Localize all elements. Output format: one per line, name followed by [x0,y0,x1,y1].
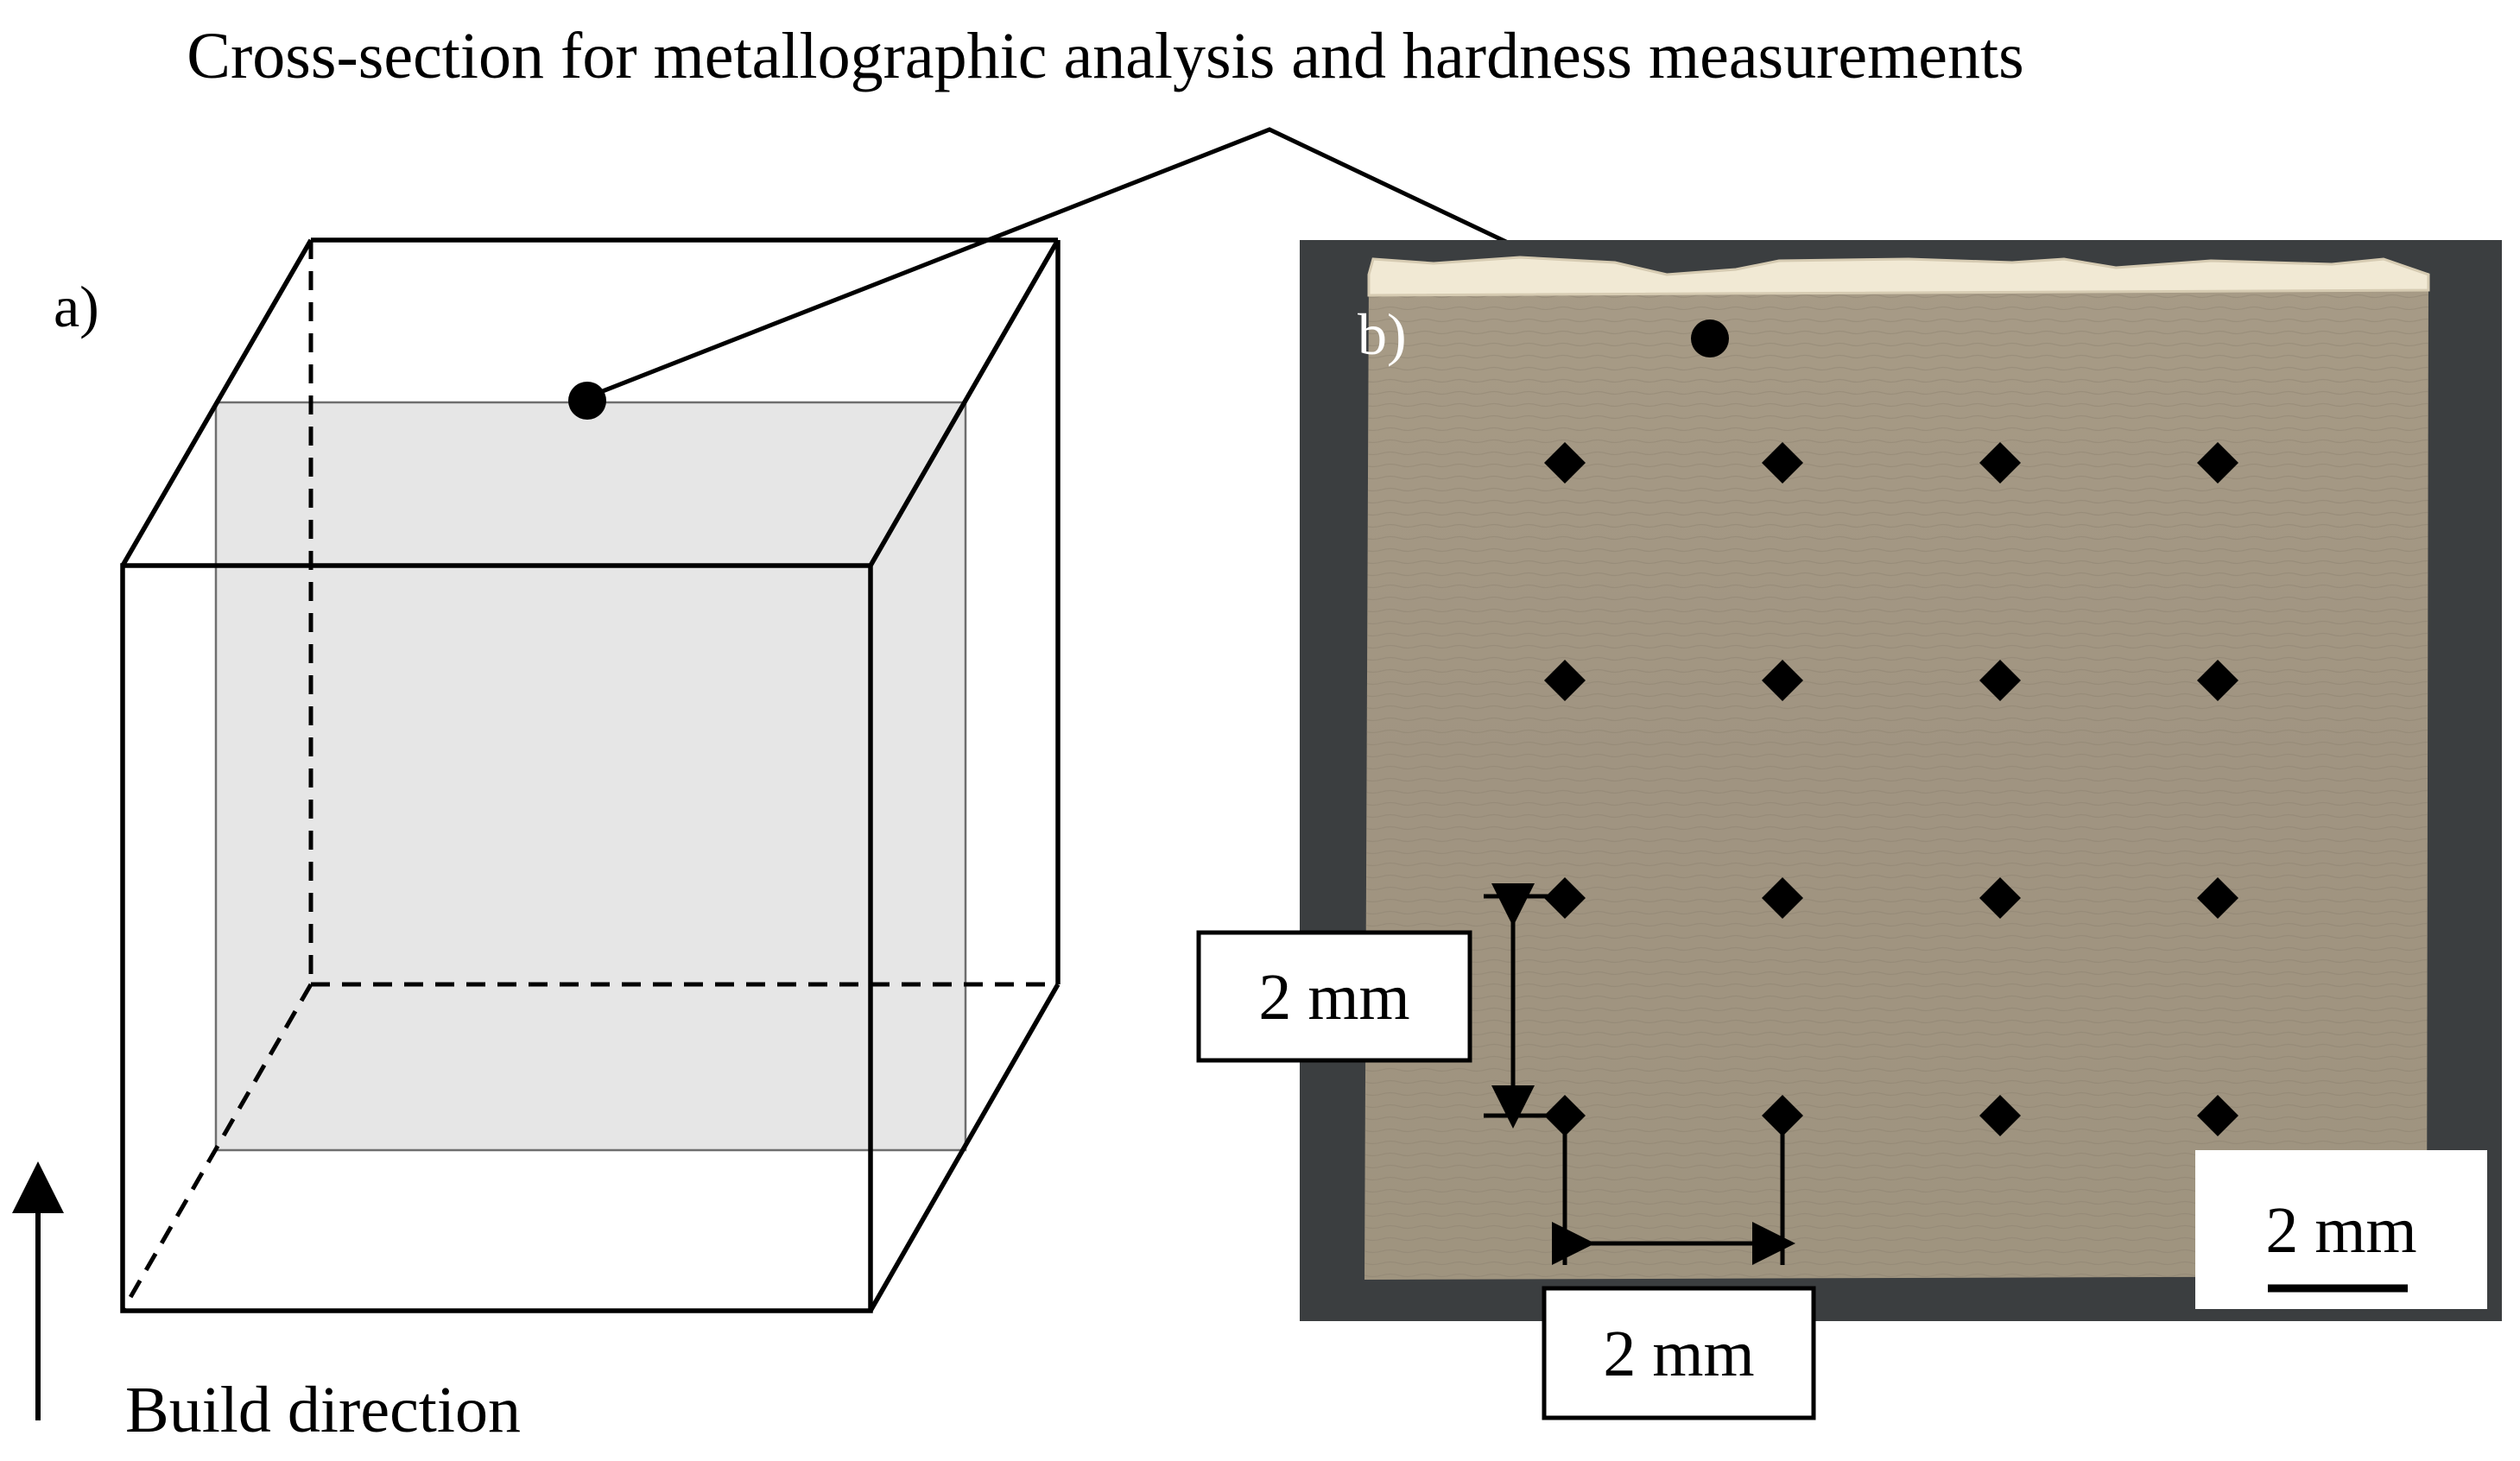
cube-visible-edges [120,237,1061,1313]
build-direction-label: Build direction [125,1374,521,1446]
specimen-texture [1364,273,2428,1280]
hardness-indent [1979,1095,2021,1136]
cube-hidden-edges [120,240,1058,1312]
vertical-dimension-label: 2 mm [1258,961,1409,1034]
hardness-indent [2197,660,2238,701]
hardness-indent [1544,442,1586,484]
hardness-indent [1762,442,1803,484]
hardness-indent [1762,877,1803,919]
horizontal-dimension-box [1542,1286,1816,1420]
section-plane [214,401,967,1152]
horizontal-dimension [1552,1116,1795,1265]
specimen-top-edge [1367,256,2430,297]
vertical-dimension [1484,883,1565,1129]
hardness-indent [1979,442,2021,484]
panel-a: a) Build direction [11,237,1061,1446]
scale-bar-box [2195,1150,2487,1309]
figure-caption: Cross-section for metallographic analysi… [187,20,2023,92]
hardness-indent [2197,877,2238,919]
hardness-indent [2197,1095,2238,1136]
hardness-indent [1979,660,2021,701]
panel-a-label: a) [54,274,99,339]
section-marker-a [568,382,606,420]
panel-b-label: b) [1358,301,1407,367]
scale-bar-label: 2 mm [2265,1194,2416,1267]
hardness-indent [2197,442,2238,484]
section-marker-b [1691,319,1729,357]
vertical-dimension-box [1196,930,1472,1063]
hardness-indent [1762,660,1803,701]
hardness-indent [1544,660,1586,701]
horizontal-dimension-label: 2 mm [1603,1318,1754,1390]
hardness-indent [1979,877,2021,919]
panel-b: b) 2 mm 2 mm 2 mm [1196,240,2502,1420]
hardness-indent-grid [1544,442,2238,1136]
